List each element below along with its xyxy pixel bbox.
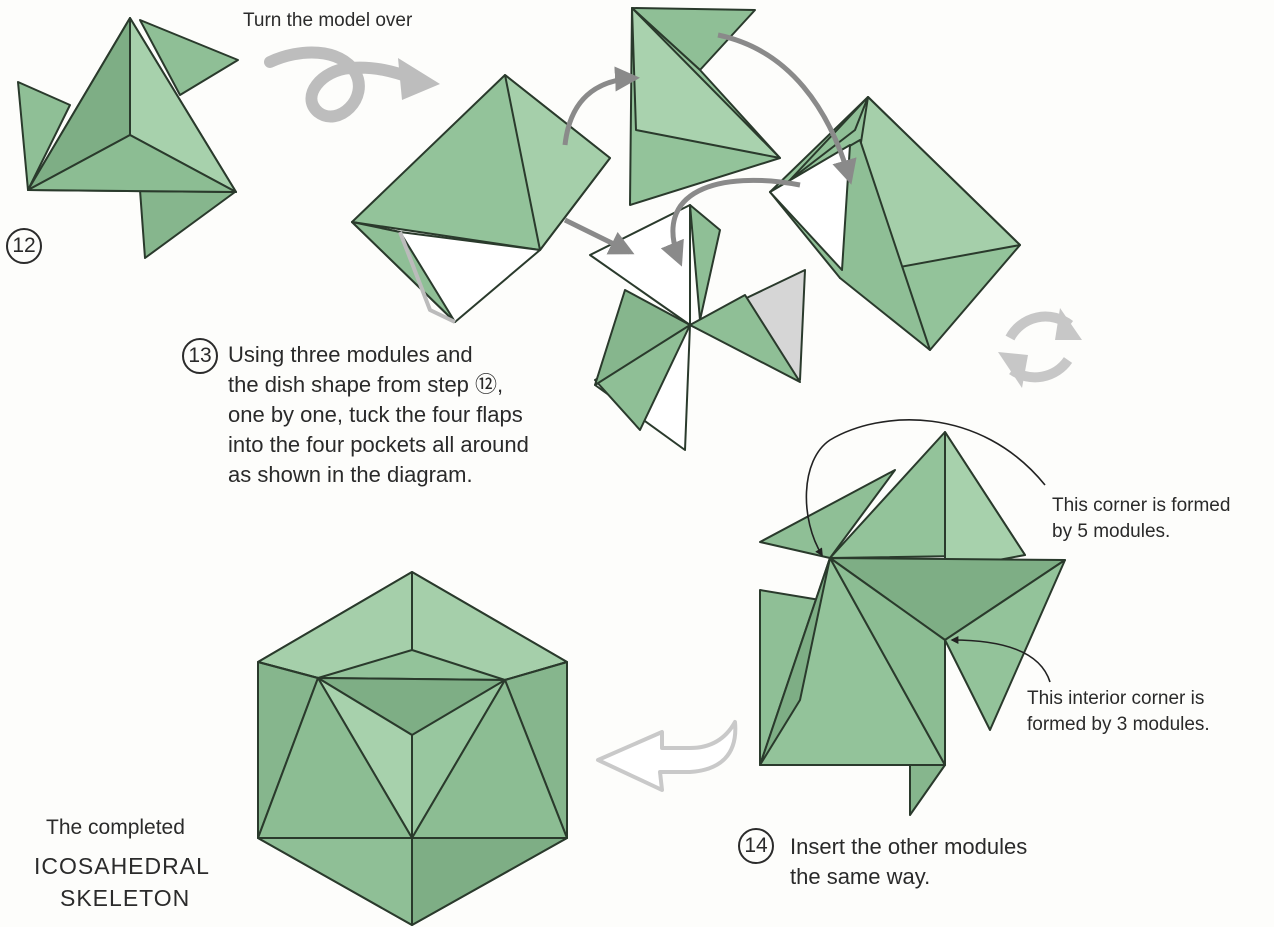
step14-instructions: Insert the other modules the same way. [790,832,1027,892]
turn-over-label: Turn the model over [243,10,412,32]
step13-center-dish [590,205,805,450]
step13-line: into the four pockets all around [228,430,529,460]
step13-instructions: Using three modules and the dish shape f… [228,340,529,490]
turn-over-arrowhead [398,58,440,100]
corner5-line: by 5 modules. [1052,519,1230,545]
corner3-line: This interior corner is [1027,686,1210,712]
turn-over-arrow [270,53,412,117]
corner3-line: formed by 3 modules. [1027,712,1210,738]
step13-line: the dish shape from step ⑫, [228,370,529,400]
step13-line: one by one, tuck the four flaps [228,400,529,430]
step13-number: 13 [182,338,218,374]
step13-line: as shown in the diagram. [228,460,529,490]
step14-model [760,432,1065,815]
completed-title-line2: SKELETON [60,885,190,912]
step13-module-top [630,8,780,205]
step13-module-left [352,75,610,322]
step12-number: 12 [6,228,42,264]
rotate-arrowhead-2 [998,352,1028,388]
step13-module-right [770,97,1020,350]
step14-number: 14 [738,828,774,864]
completed-title-line1: ICOSAHEDRAL [34,853,210,880]
icosahedral-skeleton [258,572,567,925]
corner5-line: This corner is formed [1052,493,1230,519]
corner5-note: This corner is formed by 5 modules. [1052,493,1230,545]
step14-line: the same way. [790,862,1027,892]
completed-caption: The completed [46,816,185,840]
step13-line: Using three modules and [228,340,529,370]
result-outline-arrow [598,722,735,790]
step14-line: Insert the other modules [790,832,1027,862]
step12-dish-model [18,18,238,258]
corner3-note: This interior corner is formed by 3 modu… [1027,686,1210,738]
rotate-arrowhead-1 [1055,308,1082,340]
